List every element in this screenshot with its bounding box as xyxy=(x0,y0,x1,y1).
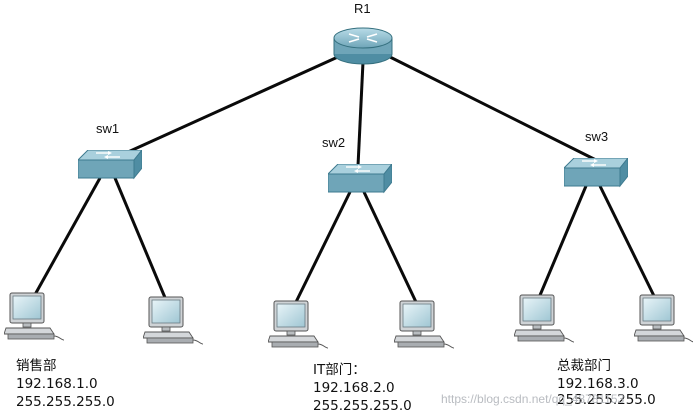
link-sw1-pc2 xyxy=(113,177,168,301)
department-mask: 255.255.255.0 xyxy=(557,392,656,408)
pc-icon xyxy=(143,296,203,345)
link-sw3-pc6 xyxy=(598,185,658,301)
pc-2[interactable] xyxy=(143,296,203,345)
pc-5[interactable] xyxy=(514,294,574,343)
pc-icon xyxy=(514,294,574,343)
pc-1[interactable] xyxy=(4,292,64,341)
router-label: R1 xyxy=(354,1,371,16)
department-name: 销售部 xyxy=(16,358,57,374)
pc-icon xyxy=(4,292,64,341)
pc-3[interactable] xyxy=(268,300,328,349)
pc-icon xyxy=(394,300,454,349)
switch-icon xyxy=(78,150,142,179)
department-network: 192.168.1.0 xyxy=(16,376,98,392)
department-network: 192.168.3.0 xyxy=(557,376,639,392)
pc-icon xyxy=(634,294,693,343)
department-info-it: IT部门： 192.168.2.0 255.255.255.0 xyxy=(313,362,412,414)
link-sw2-pc3 xyxy=(294,191,352,303)
switch-icon xyxy=(328,164,392,193)
switch-icon xyxy=(564,158,628,187)
link-sw2-pc4 xyxy=(362,191,418,303)
watermark-text: https://blog.csdn.net/qq_48781153 xyxy=(441,392,625,406)
department-mask: 255.255.255.0 xyxy=(313,398,412,414)
link-r1-sw1 xyxy=(127,54,341,154)
switch-label-sw1: sw1 xyxy=(96,121,119,136)
link-r1-sw2 xyxy=(356,61,365,167)
pc-6[interactable] xyxy=(634,294,693,343)
switch-sw3[interactable]: sw3 xyxy=(564,129,628,187)
department-info-sales: 销售部 192.168.1.0 255.255.255.0 xyxy=(16,358,115,410)
router-r1[interactable]: R1 xyxy=(333,1,393,65)
switch-label-sw3: sw3 xyxy=(585,129,608,144)
switch-sw1[interactable]: sw1 xyxy=(78,121,142,179)
department-name: IT部门： xyxy=(313,362,366,378)
department-mask: 255.255.255.0 xyxy=(16,394,115,410)
link-sw1-pc1 xyxy=(30,177,102,301)
switch-sw2[interactable]: sw2 xyxy=(322,135,392,193)
department-network: 192.168.2.0 xyxy=(313,380,395,396)
network-links xyxy=(30,54,658,303)
switch-label-sw2: sw2 xyxy=(322,135,345,150)
pc-icon xyxy=(268,300,328,349)
department-info-ceo: 总裁部门 192.168.3.0 255.255.255.0 xyxy=(557,358,656,408)
router-icon xyxy=(333,27,393,65)
link-sw3-pc5 xyxy=(536,185,588,301)
link-r1-sw3 xyxy=(387,54,597,162)
department-name: 总裁部门 xyxy=(557,358,611,374)
pc-4[interactable] xyxy=(394,300,454,349)
